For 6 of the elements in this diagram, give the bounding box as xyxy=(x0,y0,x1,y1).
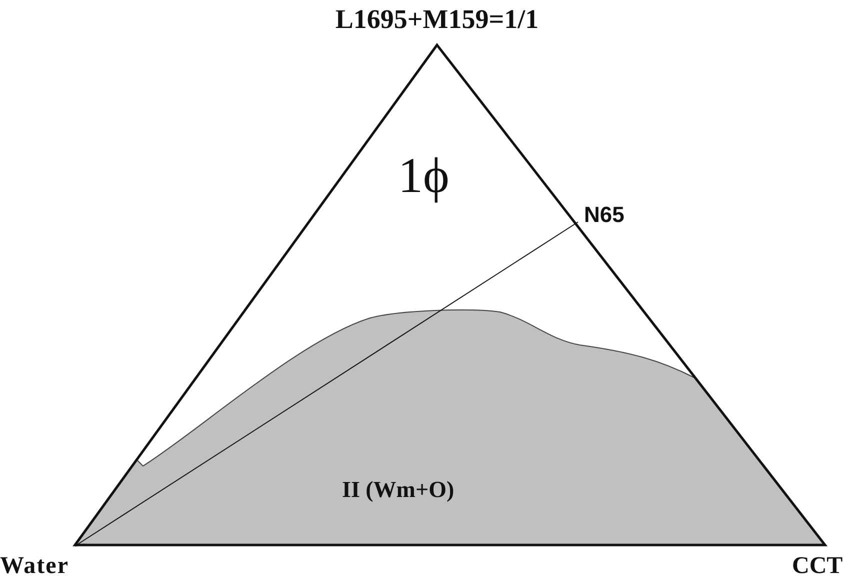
vertex-label: Water xyxy=(0,546,80,578)
chart-title: L1695+M159=1/1 xyxy=(334,6,540,33)
vertex-label: CCT xyxy=(792,554,843,578)
dilution-line-arrow xyxy=(74,222,578,547)
phase-label: II (Wm+O) xyxy=(342,478,454,501)
composition-point-label: N65 xyxy=(578,204,624,224)
